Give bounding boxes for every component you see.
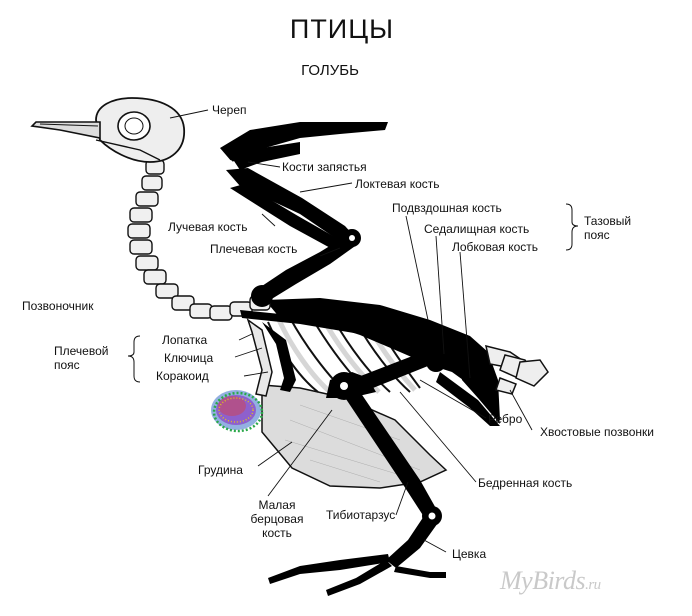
crop-color-blob: [211, 390, 264, 433]
label-skull: Череп: [212, 103, 247, 117]
shoulder-girdle-brace: [127, 335, 141, 383]
watermark-logo: MyBirds.ru: [500, 566, 601, 596]
label-carpals: Кости запястья: [282, 160, 367, 174]
label-rib: Ребро: [488, 412, 523, 426]
pelvis-shape: [265, 298, 500, 420]
watermark-suffix: .ru: [585, 577, 601, 593]
label-radius: Лучевая кость: [168, 220, 248, 234]
wing-bones: [220, 122, 388, 307]
label-pelvic-girdle: Тазовый пояс: [584, 214, 632, 242]
label-ilium: Подвздошная кость: [392, 201, 502, 215]
label-scapula: Лопатка: [162, 333, 208, 347]
diagram-subtitle: ГОЛУБЬ: [301, 62, 359, 79]
neck-vertebrae: [127, 159, 271, 321]
label-ulna: Локтевая кость: [355, 177, 440, 191]
ischium-blade: [455, 340, 500, 424]
leg-joint-highlights: [340, 382, 436, 520]
label-tarsus: Цевка: [452, 547, 487, 561]
label-pubis: Лобковая кость: [452, 240, 539, 254]
label-sternum: Грудина: [198, 463, 243, 477]
label-femur: Бедренная кость: [478, 476, 573, 490]
leg-bones: [268, 350, 446, 596]
label-fibula: Малая берцовая кость: [250, 498, 304, 540]
watermark-main: MyBirds: [500, 566, 586, 595]
label-spine: Позвоночник: [22, 299, 94, 313]
label-coracoid: Коракоид: [156, 369, 209, 383]
tail-vertebrae-shape: [485, 344, 549, 395]
label-clavicle: Ключица: [164, 351, 214, 365]
shoulder-girdle-bones: [240, 310, 420, 397]
skull-shape: [30, 97, 185, 163]
leader-lines: [169, 109, 533, 553]
diagram-title: ПТИЦЫ: [289, 14, 395, 44]
wing-joint-highlights: [227, 160, 355, 241]
label-ischium: Седалищная кость: [424, 222, 530, 236]
label-tibiotarsus: Тибиотарзус: [326, 508, 396, 522]
label-humerus: Плечевая кость: [210, 242, 298, 256]
pubis-rod: [436, 372, 500, 426]
pelvic-girdle-brace: [565, 203, 579, 251]
label-shoulder-girdle: Плечевой пояс: [54, 344, 109, 372]
label-tail-vertebrae: Хвостовые позвонки: [540, 425, 654, 439]
